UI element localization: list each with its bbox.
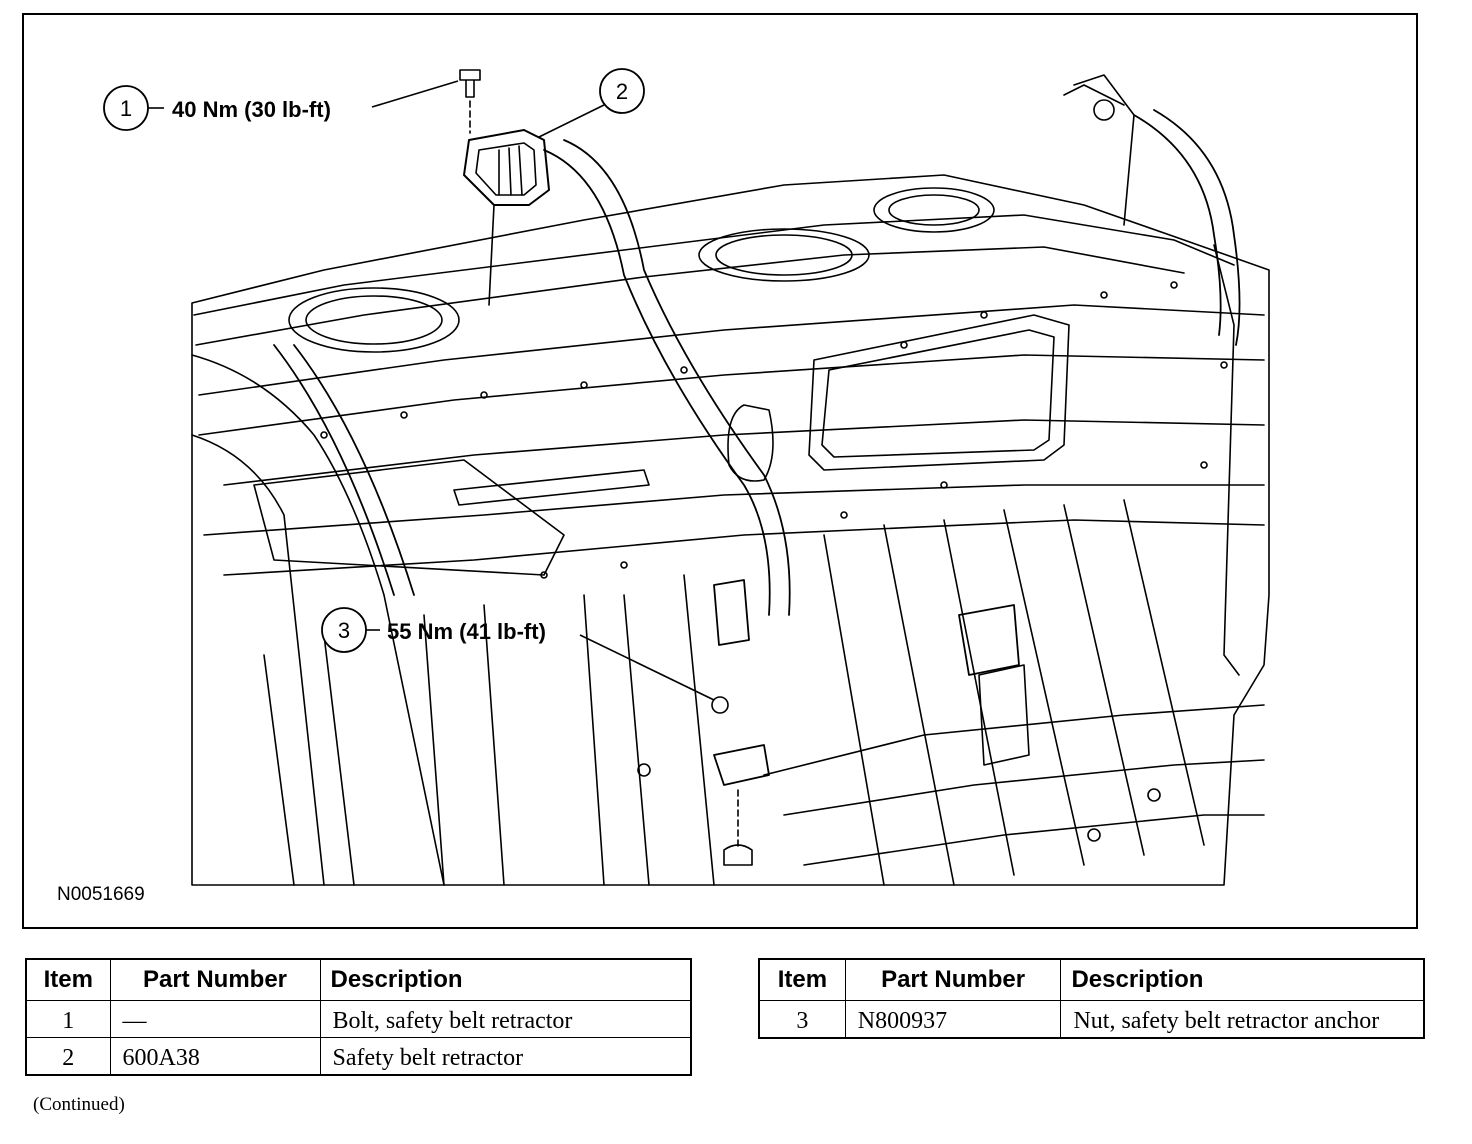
header-item: Item: [758, 958, 846, 1001]
cell-description: Nut, safety belt retractor anchor: [1060, 1000, 1425, 1039]
retractor-bolt: [459, 69, 481, 98]
parts-table-left: Item Part Number Description 1 — Bolt, s…: [25, 958, 692, 1076]
body-panel-illustration: 1 40 Nm (30 lb-ft) 2 3 55 Nm (41 lb-ft) …: [57, 68, 1270, 905]
header-part-number: Part Number: [109, 958, 321, 1001]
left-buckle: [713, 579, 750, 646]
header-part-number: Part Number: [844, 958, 1062, 1001]
header-description: Description: [319, 958, 692, 1001]
left-speaker-opening: [288, 287, 460, 353]
right-bulkhead-opening: [808, 314, 1070, 471]
callout-1-torque: 40 Nm (30 lb-ft): [172, 97, 331, 122]
figure-frame: 1 40 Nm (30 lb-ft) 2 3 55 Nm (41 lb-ft) …: [22, 13, 1418, 929]
callout-2: 2: [538, 68, 645, 138]
cell-description: Safety belt retractor: [319, 1037, 692, 1076]
cell-part-number: —: [109, 1000, 321, 1038]
safety-belt-retractor: [463, 129, 550, 206]
cell-part-number: 600A38: [109, 1037, 321, 1076]
center-buckle: [958, 604, 1020, 676]
callout-3-torque: 55 Nm (41 lb-ft): [387, 619, 546, 644]
callout-2-number: 2: [616, 79, 628, 104]
rear-shelf-outline: [191, 174, 1270, 886]
header-item: Item: [25, 958, 111, 1001]
callout-1: 1 40 Nm (30 lb-ft): [103, 80, 459, 131]
figure-id: N0051669: [57, 884, 145, 905]
package-tray-edge: [193, 214, 1235, 316]
callout-3-number: 3: [338, 618, 350, 643]
belt-anchor-bracket: [713, 744, 770, 786]
table-row: 3 N800937 Nut, safety belt retractor anc…: [758, 1000, 1425, 1039]
table-header-row: Item Part Number Description: [25, 958, 692, 1001]
right-speaker-opening: [873, 187, 995, 233]
cell-item: 3: [758, 1000, 846, 1039]
parts-table-right: Item Part Number Description 3 N800937 N…: [758, 958, 1425, 1039]
cell-part-number: N800937: [844, 1000, 1062, 1039]
cell-item: 1: [25, 1000, 111, 1038]
cell-description: Bolt, safety belt retractor: [319, 1000, 692, 1038]
center-speaker-opening: [698, 228, 870, 282]
header-description: Description: [1060, 958, 1425, 1001]
table-row: 1 — Bolt, safety belt retractor: [25, 1000, 692, 1038]
table-header-row: Item Part Number Description: [758, 958, 1425, 1001]
continued-note: (Continued): [33, 1094, 125, 1115]
callout-1-number: 1: [120, 96, 132, 121]
anchor-nut: [711, 696, 729, 714]
cell-item: 2: [25, 1037, 111, 1076]
seat-belt-webbing-right: [1133, 114, 1222, 336]
seat-belt-webbing-left: [543, 149, 771, 616]
callout-3: 3 55 Nm (41 lb-ft): [321, 607, 715, 701]
table-row: 2 600A38 Safety belt retractor: [25, 1037, 692, 1076]
